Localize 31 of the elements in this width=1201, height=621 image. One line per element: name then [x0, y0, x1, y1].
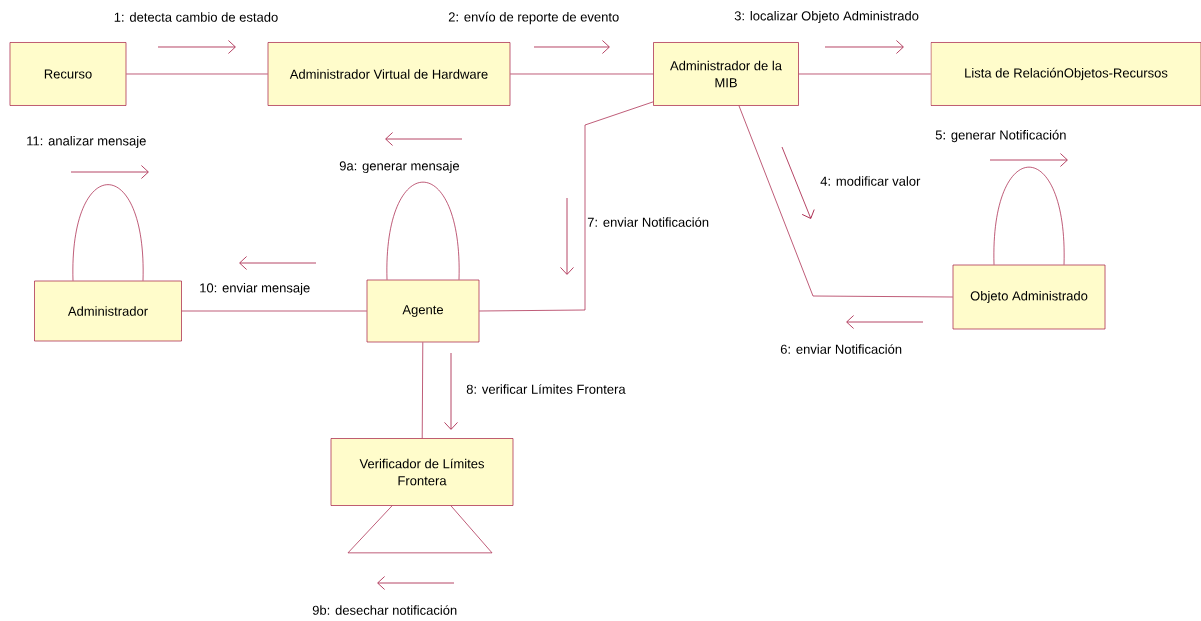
object-box: Recurso [9, 42, 127, 106]
object-box: Administrador Virtual de Hardware [267, 42, 511, 106]
message-label: 7: enviar Notificación [587, 217, 709, 227]
message-label: 9b: desechar notificación [312, 605, 457, 615]
self-link [72, 184, 144, 281]
link-line [181, 310, 367, 312]
link-line [738, 105, 953, 298]
object-box: Lista de RelaciónObjetos-Recursos [930, 42, 1201, 106]
self-link [386, 181, 460, 280]
self-link [993, 166, 1065, 265]
message-label: 10: enviar mensaje [200, 282, 310, 296]
message-label: 4: modificar valor [820, 176, 921, 186]
message-label: 11: analizar mensaje [27, 135, 146, 149]
message-label: 6: enviar Notificación [780, 344, 902, 354]
link-line [798, 73, 931, 75]
link-line [126, 73, 268, 75]
object-box: Agente [366, 279, 480, 343]
message-label: 3: localizar Objeto Administrado [734, 10, 919, 24]
message-label: 2: envío de reporte de evento [448, 11, 619, 25]
link-line [510, 73, 654, 75]
object-box: Administrador [34, 280, 182, 342]
message-label: 5: generar Notificación [935, 129, 1066, 143]
object-box: Administrador de la MIB [653, 42, 799, 106]
message-label: 8: verificar Límites Frontera [466, 384, 626, 394]
message-label: 9a: generar mensaje [339, 160, 460, 174]
link-line [479, 101, 654, 312]
object-box: Objeto Administrado [952, 264, 1106, 330]
message-label: 1: detecta cambio de estado [114, 12, 278, 22]
object-box: Verificador de Límites Frontera [330, 438, 514, 506]
link-line [421, 342, 424, 439]
self-link [347, 505, 493, 554]
